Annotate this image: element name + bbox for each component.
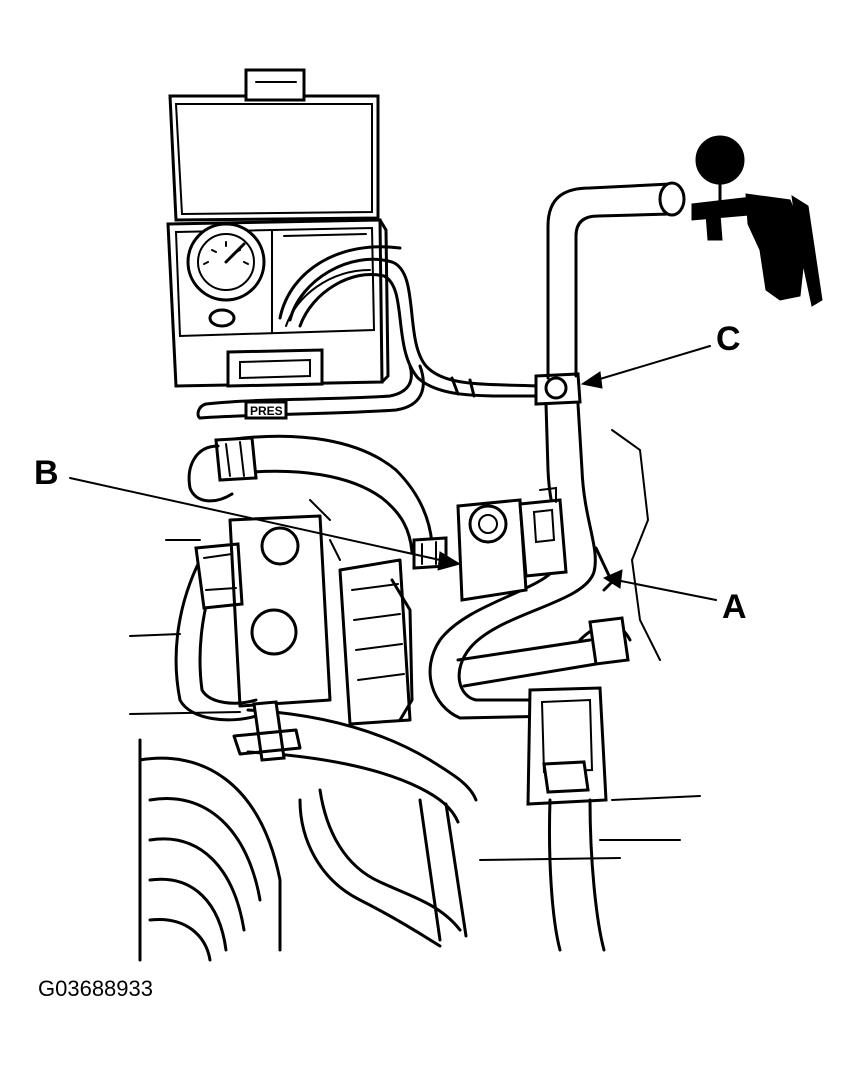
lid-clasp (244, 68, 306, 102)
arrowhead-a (602, 569, 623, 589)
tester-hoses (196, 245, 542, 420)
hand-vacuum-pump (691, 135, 823, 307)
callout-c: C (716, 320, 741, 358)
pres-hose-tag (244, 400, 288, 420)
callout-b: B (34, 454, 59, 492)
leader-line-c (589, 345, 711, 383)
pressure-tester-case (166, 68, 390, 388)
arrowhead-c (580, 371, 603, 389)
figure-id-code: G03688933 (38, 976, 153, 1001)
tee-fitting-c (534, 372, 582, 406)
hose-to-b (187, 434, 448, 570)
engine-assembly (129, 429, 701, 962)
arrowhead-b (437, 551, 462, 571)
upper-hose (546, 181, 686, 380)
purge-valve (456, 486, 568, 602)
leader-line-b (69, 477, 441, 561)
vacuum-gauge (695, 135, 745, 185)
case-latch (226, 348, 324, 388)
hose-clamp (214, 436, 258, 482)
case-lid (168, 94, 380, 222)
pres-tag-label: PRES (250, 404, 283, 418)
leader-lines (69, 345, 717, 601)
leader-line-a (615, 579, 717, 601)
release-valve (208, 308, 236, 328)
callout-a: A (722, 588, 747, 626)
tube-clip (252, 700, 286, 762)
